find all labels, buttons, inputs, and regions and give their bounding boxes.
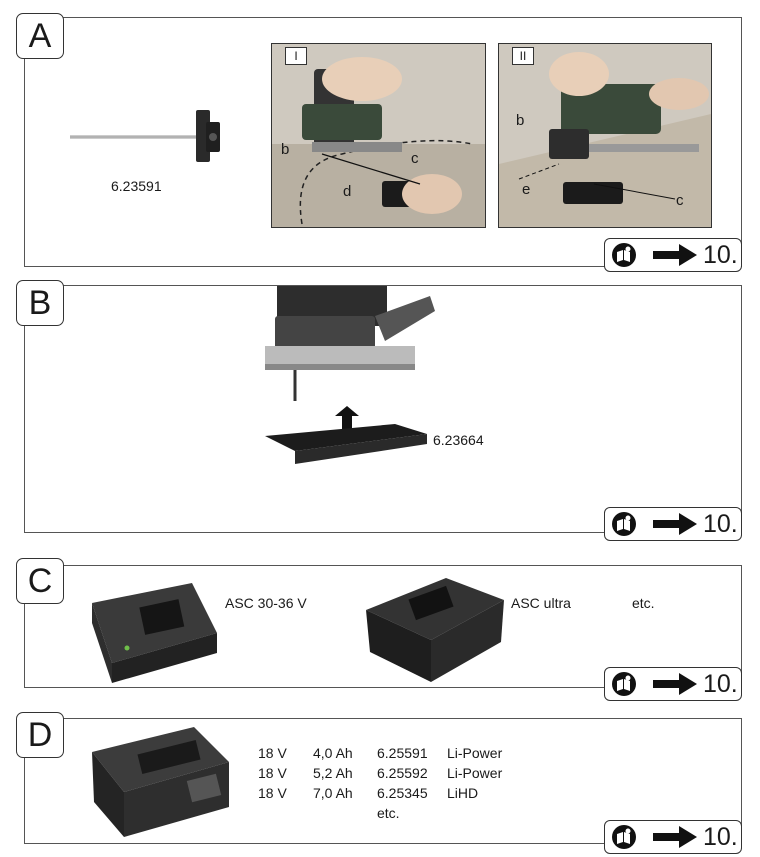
- reference-box-a: 10.: [604, 238, 742, 272]
- read-manual-icon: [612, 243, 636, 267]
- battery-pack-illustration: [92, 727, 229, 837]
- battery-1-type: Li-Power: [447, 745, 503, 761]
- battery-3-part: 6.25345: [377, 785, 428, 801]
- read-manual-icon: [612, 825, 636, 849]
- jigsaw-base-illustration: [265, 286, 435, 464]
- reference-box-b: 10.: [604, 507, 742, 541]
- reference-number-c: 10.: [703, 669, 738, 698]
- arrow-right-icon: [653, 826, 697, 848]
- battery-2-voltage: 18 V: [258, 765, 287, 781]
- section-d-tab: D: [16, 712, 64, 758]
- battery-2-type: Li-Power: [447, 765, 503, 781]
- battery-etc: etc.: [377, 805, 400, 821]
- arrow-right-icon: [653, 244, 697, 266]
- jigsaw-circle-cut-photo: [272, 44, 485, 227]
- callout-e-panel-2: e: [522, 181, 531, 198]
- panel-1-label: I: [285, 47, 307, 65]
- callout-c-panel-2: c: [676, 192, 684, 209]
- circle-guide-illustration: [70, 110, 220, 162]
- panel-2-label: II: [512, 47, 534, 65]
- battery-3-capacity: 7,0 Ah: [313, 785, 353, 801]
- section-b-tab: B: [16, 280, 64, 326]
- part-number-circle-guide: 6.23591: [111, 178, 162, 194]
- charger-2-label: ASC ultra: [511, 595, 571, 611]
- battery-3-type: LiHD: [447, 785, 479, 801]
- reference-number-d: 10.: [703, 822, 738, 851]
- callout-b-panel-1: b: [281, 141, 290, 158]
- battery-3-voltage: 18 V: [258, 785, 287, 801]
- battery-2-part: 6.25592: [377, 765, 428, 781]
- battery-1-part: 6.25591: [377, 745, 428, 761]
- charger-1-label: ASC 30-36 V: [225, 595, 307, 611]
- section-c-tab: C: [16, 558, 64, 604]
- battery-1-voltage: 18 V: [258, 745, 287, 761]
- reference-box-c: 10.: [604, 667, 742, 701]
- battery-1-capacity: 4,0 Ah: [313, 745, 353, 761]
- callout-b-panel-2: b: [516, 112, 525, 129]
- arrow-right-icon: [653, 673, 697, 695]
- callout-c-panel-1: c: [411, 150, 419, 167]
- jigsaw-parallel-cut-photo: [499, 44, 711, 227]
- callout-d-panel-1: d: [343, 183, 352, 200]
- reference-number-a: 10.: [703, 240, 738, 269]
- photo-panel-2: [498, 43, 712, 228]
- section-a-tab: A: [16, 13, 64, 59]
- charger-asc-ultra-illustration: [366, 578, 504, 682]
- read-manual-icon: [612, 672, 636, 696]
- battery-2-capacity: 5,2 Ah: [313, 765, 353, 781]
- charger-asc-30-36-illustration: [92, 583, 217, 683]
- arrow-right-icon: [653, 513, 697, 535]
- charger-etc: etc.: [632, 595, 655, 611]
- part-number-base: 6.23664: [433, 432, 484, 448]
- reference-number-b: 10.: [703, 509, 738, 538]
- read-manual-icon: [612, 512, 636, 536]
- reference-box-d: 10.: [604, 820, 742, 854]
- photo-panel-1: [271, 43, 486, 228]
